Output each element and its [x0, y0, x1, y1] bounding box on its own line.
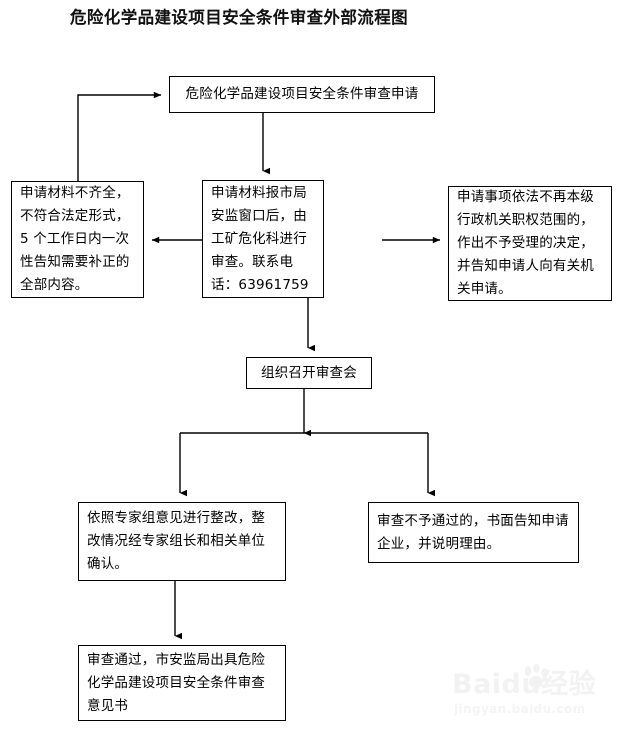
- node-not-approved-label: 审查不予通过的，书面告知申请企业，并说明理由。: [377, 512, 569, 552]
- page-title: 危险化学品建设项目安全条件审查外部流程图: [70, 8, 408, 27]
- node-not-approved[interactable]: 审查不予通过的，书面告知申请企业，并说明理由。: [368, 502, 579, 563]
- node-application-label: 危险化学品建设项目安全条件审查申请: [185, 86, 419, 102]
- node-application[interactable]: 危险化学品建设项目安全条件审查申请: [169, 76, 435, 113]
- node-submit-to-bureau-label: 申请材料报市局安监窗口后，由工矿危化科进行审查。联系电话：63961759: [211, 184, 309, 293]
- node-approved[interactable]: 审查通过，市安监局出具危险化学品建设项目安全条件审查意见书: [78, 645, 286, 721]
- node-rectification[interactable]: 依照专家组意见进行整改，整改情况经专家组长和相关单位确认。: [78, 502, 286, 581]
- node-review-meeting-label: 组织召开审查会: [261, 364, 357, 381]
- node-submit-to-bureau[interactable]: 申请材料报市局安监窗口后，由工矿危化科进行审查。联系电话：63961759: [202, 180, 324, 298]
- node-out-of-jurisdiction-label: 申请事项依法不再本级行政机关职权范围的，作出不予受理的决定，并告知申请人向有关机…: [457, 189, 594, 297]
- node-review-meeting[interactable]: 组织召开审查会: [246, 357, 372, 389]
- node-incomplete-materials-label: 申请材料不齐全，不符合法定形式，5 个工作日内一次性告知需要补正的全部内容。: [20, 185, 130, 293]
- node-incomplete-materials[interactable]: 申请材料不齐全，不符合法定形式，5 个工作日内一次性告知需要补正的全部内容。: [11, 181, 144, 298]
- node-out-of-jurisdiction[interactable]: 申请事项依法不再本级行政机关职权范围的，作出不予受理的决定，并告知申请人向有关机…: [448, 186, 612, 301]
- node-approved-label: 审查通过，市安监局出具危险化学品建设项目安全条件审查意见书: [87, 651, 266, 714]
- connector-incomplete-to-application: [77, 91, 162, 181]
- node-rectification-label: 依照专家组意见进行整改，整改情况经专家组长和相关单位确认。: [87, 510, 266, 572]
